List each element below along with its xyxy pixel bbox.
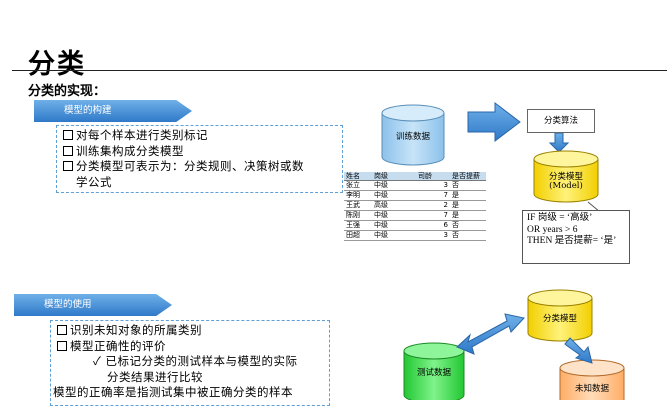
table-cell: 中级 bbox=[372, 190, 416, 201]
table-header-row: 姓名 岗级 司龄 是否提薪 bbox=[344, 172, 486, 181]
algorithm-box: 分类算法 bbox=[527, 109, 595, 133]
rule-line: THEN 是否提薪= ‘是’ bbox=[527, 236, 617, 246]
unknown-data-label: 未知数据 bbox=[574, 384, 609, 394]
sub-list-item-continued: 分类结果进行比较 bbox=[107, 369, 203, 384]
table-cell: 7 bbox=[416, 210, 450, 221]
table-cell: 是 bbox=[450, 200, 486, 211]
table-cell: 中级 bbox=[372, 180, 416, 191]
rule-line: OR years > 6 bbox=[527, 224, 578, 235]
table-cell: 中级 bbox=[372, 220, 416, 231]
test-data-label: 测试数据 bbox=[416, 368, 451, 378]
rule-line: IF 岗级 = ‘高级’ bbox=[527, 213, 593, 223]
list-item: 模型正确性的评价 bbox=[57, 339, 323, 355]
model-cylinder-2 bbox=[527, 289, 593, 342]
table-row: 王武 高级 2 是 bbox=[344, 200, 486, 211]
tag-model-building: 模型的构建 bbox=[34, 100, 192, 122]
table-cell: 2 bbox=[416, 200, 450, 211]
test-data-cylinder bbox=[403, 342, 465, 400]
table-cell: 李明 bbox=[344, 190, 372, 201]
training-data-cylinder bbox=[381, 104, 445, 166]
arrow-right-icon bbox=[467, 101, 521, 143]
table-row: 陈刚 中级 7 是 bbox=[344, 210, 486, 221]
list-item: 训练集构成分类模型 bbox=[63, 144, 336, 160]
list-item: 对每个样本进行类别标记 bbox=[63, 128, 336, 144]
table-cell: 否 bbox=[450, 220, 486, 231]
checkbox-icon bbox=[63, 130, 73, 140]
table-cell: 否 bbox=[450, 230, 486, 241]
list-item: 识别未知对象的所属类别 bbox=[57, 323, 323, 339]
table-cell: 陈刚 bbox=[344, 210, 372, 221]
checkbox-icon bbox=[63, 145, 73, 156]
arrow-diagonal-icon bbox=[564, 337, 593, 364]
arrow-down-icon bbox=[548, 132, 570, 153]
column-header: 岗级 bbox=[372, 172, 416, 181]
table-cell: 张立 bbox=[344, 180, 372, 191]
list-item-continued: 学公式 bbox=[76, 174, 112, 189]
table-cell: 3 bbox=[416, 180, 450, 191]
table-row: 王强 中级 6 否 bbox=[344, 220, 486, 231]
tag-model-usage: 模型的使用 bbox=[14, 294, 172, 316]
column-header: 是否提薪 bbox=[450, 172, 486, 181]
double-arrow-icon bbox=[456, 313, 525, 355]
table-cell: 高级 bbox=[372, 200, 416, 211]
table-cell: 中级 bbox=[372, 210, 416, 221]
column-header: 姓名 bbox=[344, 172, 372, 181]
column-header: 司龄 bbox=[416, 172, 450, 181]
title-divider bbox=[12, 70, 667, 71]
table-row: 田超 中级 3 否 bbox=[344, 230, 486, 241]
training-table: 姓名 岗级 司龄 是否提薪 张立 中级 3 否 李明 中级 7 是 王武 高级 bbox=[344, 172, 486, 241]
accuracy-note: 模型的正确率是指测试集中被正确分类的样本 bbox=[53, 385, 293, 399]
table-cell: 王武 bbox=[344, 200, 372, 211]
unknown-data-cylinder bbox=[559, 359, 625, 400]
table-cell: 王强 bbox=[344, 220, 372, 231]
checkbox-icon bbox=[57, 340, 67, 351]
model-usage-panel: 识别未知对象的所属类别 模型正确性的评价 ✓ 已标记分类的测试样本与模型的实际 … bbox=[50, 320, 330, 406]
model-label: 分类模型 bbox=[548, 172, 583, 182]
table-cell: 3 bbox=[416, 230, 450, 241]
page-title: 分类 bbox=[28, 49, 86, 80]
table-cell: 6 bbox=[416, 220, 450, 231]
sub-list-item: ✓ 已标记分类的测试样本与模型的实际 bbox=[93, 354, 298, 368]
table-cell: 是 bbox=[450, 210, 486, 221]
model-cylinder bbox=[533, 150, 599, 203]
model-building-panel: 对每个样本进行类别标记 训练集构成分类模型 分类模型可表示为：分类规则、决策树或… bbox=[56, 125, 343, 193]
model-label-2: 分类模型 bbox=[542, 314, 577, 324]
table-cell: 中级 bbox=[372, 230, 416, 241]
table-cell: 7 bbox=[416, 190, 450, 201]
checkbox-icon bbox=[57, 325, 67, 335]
classification-rule-box: IF 岗级 = ‘高级’ OR years > 6 THEN 是否提薪= ‘是’ bbox=[522, 210, 630, 264]
table-cell: 是 bbox=[450, 190, 486, 201]
list-item: 分类模型可表示为：分类规则、决策树或数 bbox=[63, 159, 336, 175]
table-cell: 田超 bbox=[344, 230, 372, 241]
training-data-label: 训练数据 bbox=[395, 132, 430, 142]
checkmark-icon: ✓ bbox=[93, 354, 102, 368]
section-subtitle: 分类的实现： bbox=[28, 84, 107, 99]
model-sublabel: (Model) bbox=[549, 181, 583, 191]
table-row: 李明 中级 7 是 bbox=[344, 190, 486, 201]
table-cell: 否 bbox=[450, 180, 486, 191]
checkbox-icon bbox=[63, 161, 73, 171]
table-row: 张立 中级 3 否 bbox=[344, 180, 486, 191]
